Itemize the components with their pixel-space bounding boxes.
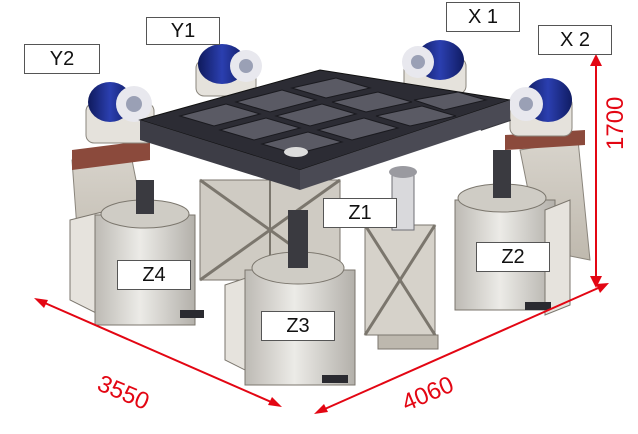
z1-support-tower xyxy=(363,224,439,350)
table-platform xyxy=(138,69,511,190)
length-dimension-line xyxy=(317,284,606,413)
label-y2: Y2 xyxy=(24,44,100,74)
width-arrow-start xyxy=(34,298,48,308)
actuator-x1-motor xyxy=(402,40,467,95)
left-side-panel-top xyxy=(72,140,150,170)
z2-actuator-housing xyxy=(454,150,571,316)
dimension-lines xyxy=(34,54,609,414)
label-y1: Y1 xyxy=(146,17,220,45)
actuator-x2-motor xyxy=(509,78,573,137)
height-dimension-label: 1700 xyxy=(602,96,629,150)
label-z4: Z4 xyxy=(117,260,191,290)
label-x2: X 2 xyxy=(538,25,612,55)
label-z3: Z3 xyxy=(261,311,335,341)
length-arrow-end xyxy=(596,283,609,293)
width-dimension-line xyxy=(37,299,279,406)
height-arrow-end xyxy=(590,276,602,288)
length-arrow-start xyxy=(314,404,328,414)
label-z1: Z1 xyxy=(323,198,397,228)
height-arrow-start xyxy=(590,54,602,66)
actuator-y1-motor xyxy=(195,44,262,97)
width-arrow-end xyxy=(268,397,282,407)
label-z2: Z2 xyxy=(476,242,550,272)
label-x1: X 1 xyxy=(446,2,520,32)
actuator-y2-motor xyxy=(85,82,155,144)
